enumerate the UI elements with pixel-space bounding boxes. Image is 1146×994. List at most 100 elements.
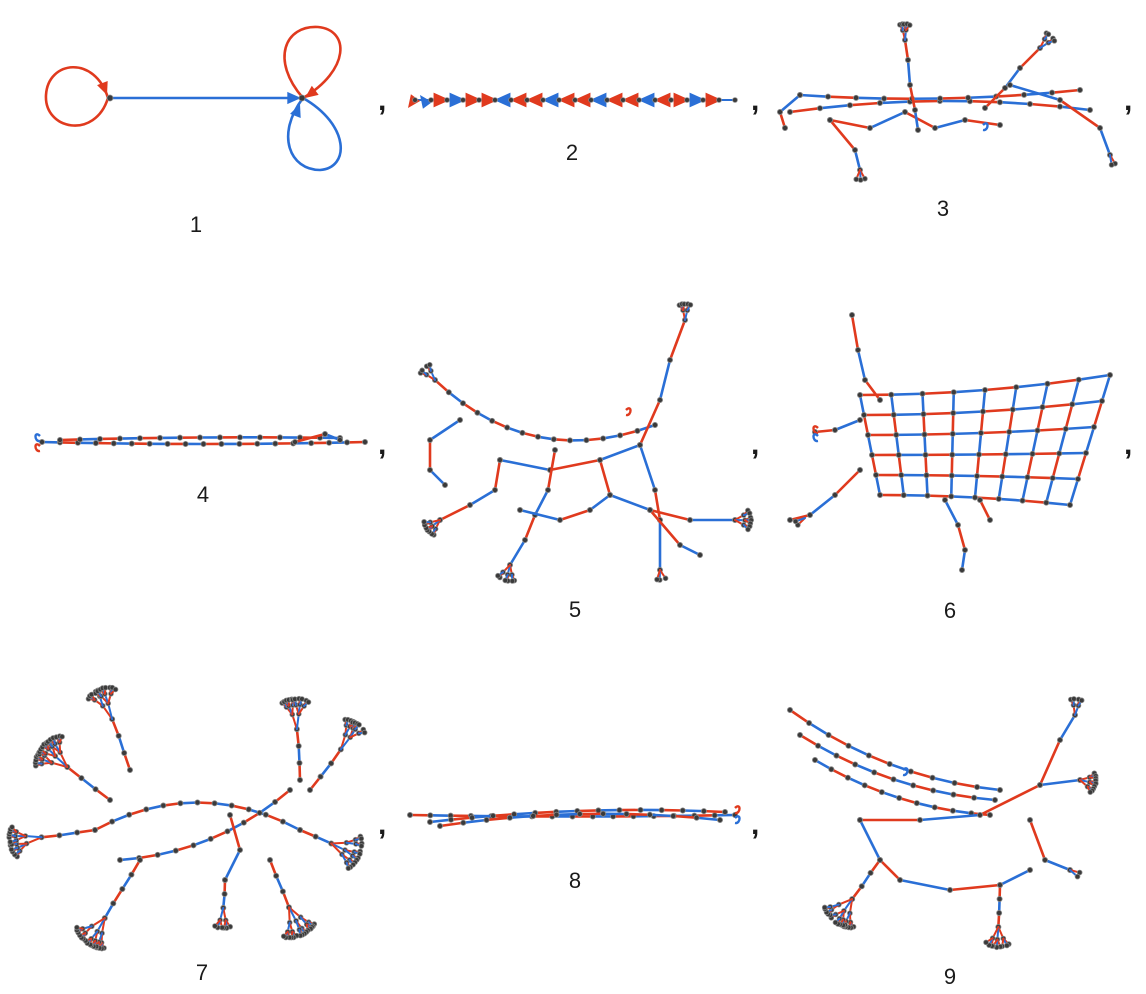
panel-6-graph <box>787 311 1114 574</box>
separator-comma: , <box>1124 84 1133 117</box>
graph-node <box>1027 817 1034 824</box>
graph-edge <box>897 453 903 477</box>
arrow-head <box>433 92 450 108</box>
graph-node <box>296 777 303 784</box>
arrow-head <box>481 92 498 108</box>
graph-node <box>996 909 1003 916</box>
graph-edge <box>273 788 292 804</box>
graph-edge <box>807 721 830 737</box>
graph-node <box>211 800 218 807</box>
graph-edge <box>588 493 612 512</box>
graph-edge <box>874 473 882 497</box>
graph-edge <box>1050 88 1082 94</box>
graph-node <box>965 94 972 101</box>
graph-edge <box>924 453 928 477</box>
graph-edge <box>813 428 837 434</box>
graph-node <box>853 94 860 101</box>
graph-edge <box>963 118 1002 127</box>
graph-node <box>797 92 804 99</box>
graph-edge <box>1018 46 1042 70</box>
graph-node <box>1062 425 1069 432</box>
graph-node <box>717 817 724 824</box>
graph-node <box>922 451 929 458</box>
panel-7-label: 7 <box>195 960 209 985</box>
graph-node <box>509 578 516 584</box>
graph-node <box>1009 406 1016 413</box>
graph-edge <box>998 868 1032 887</box>
graph-edge <box>1028 102 1062 108</box>
graph-edge <box>948 883 1002 892</box>
graph-node <box>877 396 884 403</box>
graph-node <box>869 451 876 458</box>
graph-node <box>92 827 99 834</box>
graph-node <box>356 721 362 728</box>
graph-node <box>999 473 1006 480</box>
graph-node <box>276 434 283 441</box>
graph-node <box>419 367 425 374</box>
graph-node <box>832 491 839 498</box>
graph-node <box>136 857 143 864</box>
self-loop <box>902 767 909 777</box>
graph-node <box>545 486 552 493</box>
graph-edge <box>695 816 722 822</box>
graph-edge <box>1008 83 1062 102</box>
graph-node <box>1078 697 1085 704</box>
graph-edge <box>858 818 882 862</box>
graph-edge <box>1051 452 1061 480</box>
graph-node <box>867 869 874 876</box>
graph-node <box>126 811 133 818</box>
graph-node <box>604 97 610 103</box>
graph-node <box>962 117 969 124</box>
graph-node <box>361 729 368 736</box>
graph-node <box>900 492 907 499</box>
graph-edge <box>428 418 462 442</box>
graph-edge <box>830 767 850 780</box>
graph-edge <box>137 853 159 860</box>
graph-node <box>143 806 150 813</box>
graph-edge <box>923 432 955 436</box>
graph-node <box>345 865 352 872</box>
graph-edge <box>951 410 985 415</box>
graph-node <box>1056 103 1063 110</box>
graph-edge <box>949 495 977 499</box>
graph-node <box>508 97 514 103</box>
graph-node <box>597 456 604 463</box>
graph-node <box>857 391 864 398</box>
graph-node <box>861 411 868 418</box>
arrow-head <box>449 92 466 108</box>
graph-edge <box>951 390 956 415</box>
graph-node <box>1049 475 1056 482</box>
graph-edge <box>58 438 82 442</box>
graph-edge <box>921 390 956 396</box>
graph-edge <box>922 412 926 436</box>
graph-node <box>456 416 463 423</box>
graph-node <box>7 839 14 845</box>
graph-node <box>240 819 247 826</box>
graph-node <box>832 919 839 926</box>
graph-node <box>279 818 286 825</box>
graph-edge <box>788 106 822 114</box>
graph-node <box>1087 789 1094 795</box>
separator-comma: , <box>378 84 387 117</box>
graph-node <box>722 809 729 816</box>
graph-node <box>344 439 351 446</box>
graph-node <box>862 376 869 383</box>
graph-node <box>459 400 466 407</box>
self-loop <box>34 433 41 443</box>
panel-4-label: 4 <box>196 482 210 507</box>
graph-edge <box>638 443 657 492</box>
graph-edge <box>508 538 527 567</box>
graph-edge <box>1036 405 1044 432</box>
graph-edge <box>950 453 954 477</box>
graph-node <box>825 731 832 738</box>
graph-edge <box>960 548 967 572</box>
graph-edge <box>546 448 557 492</box>
graph-edge <box>118 856 141 862</box>
graph-node <box>1107 371 1114 378</box>
graph-node <box>127 767 134 774</box>
graph-node <box>921 431 928 438</box>
graph-node <box>358 843 365 849</box>
graph-node <box>182 440 189 447</box>
graph-node <box>445 389 452 396</box>
self-loop <box>34 443 41 453</box>
